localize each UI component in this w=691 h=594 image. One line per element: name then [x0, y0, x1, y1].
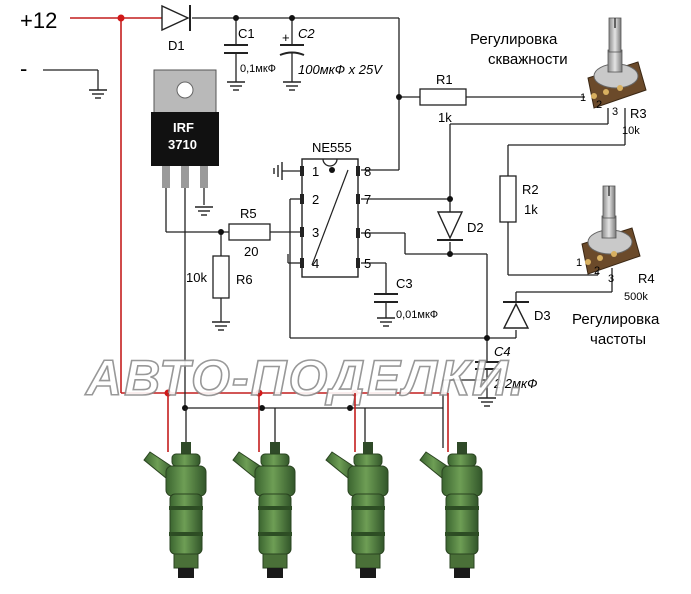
- capacitor-c2: + C2 100мкФ x 25V: [279, 26, 383, 91]
- resistor-r2: R2 1k: [499, 175, 539, 223]
- r4-value: 500k: [624, 291, 648, 303]
- r6-label: R6: [236, 272, 253, 287]
- r3-value: 10k: [622, 125, 640, 137]
- r5-label: R5: [240, 206, 257, 221]
- resistor-r6: 10k R6: [186, 255, 253, 331]
- c3-value: 0,01мкФ: [396, 309, 438, 321]
- c1-label: C1: [238, 26, 255, 41]
- ground-icon: [273, 162, 283, 180]
- fuel-injector-icon: [232, 441, 296, 579]
- ground-icon: [282, 81, 302, 91]
- duty-heading-line1: Регулировка: [470, 31, 558, 48]
- injectors: [143, 393, 483, 579]
- resistor-r5: R5 20: [228, 206, 271, 259]
- r3-pin-1: 1: [580, 92, 586, 104]
- freq-heading-line2: частоты: [590, 331, 646, 348]
- freq-heading-line1: Регулировка: [572, 311, 660, 328]
- c2-value: 100мкФ x 25V: [298, 62, 383, 77]
- r4-pin-3: 3: [608, 273, 614, 285]
- d1-label: D1: [168, 38, 185, 53]
- ic-ne555: NE555 1 2 3 4 5 6 7 8: [273, 140, 371, 278]
- r4-pin-2: 2: [594, 265, 600, 277]
- ic-pin-8: 8: [364, 164, 371, 179]
- ic-pin-4: 4: [312, 256, 319, 271]
- ground-icon: [211, 321, 231, 331]
- ic-pin-2: 2: [312, 192, 319, 207]
- ic-pin-3: 3: [312, 225, 319, 240]
- watermark: АВТО-ПОДЕЛКИ.: [84, 350, 526, 406]
- potentiometer-r3: 1 2 3 R3 10k: [580, 17, 647, 137]
- potentiometer-r4: 1 2 3 R4 500k: [576, 185, 655, 303]
- c4-label: C4: [494, 344, 511, 359]
- ic-pin-6: 6: [364, 226, 371, 241]
- r2-value: 1k: [524, 202, 538, 217]
- d2-label: D2: [467, 220, 484, 235]
- mosfet-line1: IRF: [173, 120, 194, 135]
- c4-value: 2,2мкФ: [493, 376, 537, 391]
- power-minus-label: -: [20, 56, 27, 81]
- ic-pin-5: 5: [364, 256, 371, 271]
- capacitor-c1: C1 0,1мкФ: [224, 26, 276, 91]
- fuel-injector-icon: [419, 441, 483, 579]
- ic-pin-1: 1: [312, 164, 319, 179]
- mosfet-irf3710: IRF 3710: [151, 69, 219, 216]
- r2-label: R2: [522, 182, 539, 197]
- r4-pin-1: 1: [576, 257, 582, 269]
- ground-icon: [226, 81, 246, 91]
- r3-label: R3: [630, 106, 647, 121]
- diode-icon: [436, 211, 464, 240]
- resistor-icon: [419, 88, 467, 106]
- d3-label: D3: [534, 308, 551, 323]
- r1-label: R1: [436, 72, 453, 87]
- ground-icon: [194, 206, 214, 216]
- diode-icon: [161, 4, 190, 32]
- power-plus-label: +12: [20, 8, 57, 33]
- mosfet-line2: 3710: [168, 137, 197, 152]
- fuel-injector-icon: [325, 441, 389, 579]
- r4-label: R4: [638, 271, 655, 286]
- r3-pin-3: 3: [612, 106, 618, 118]
- r6-value: 10k: [186, 270, 207, 285]
- resistor-r1: R1 1k: [419, 72, 467, 125]
- capacitor-c4: C4 2,2мкФ: [475, 344, 537, 407]
- diode-icon: [502, 302, 530, 329]
- r3-pin-2: 2: [596, 99, 602, 111]
- duty-heading-line2: скважности: [488, 51, 568, 68]
- fuel-injector-icon: [143, 441, 207, 579]
- ground-icon: [88, 89, 108, 99]
- resistor-icon: [228, 223, 271, 241]
- c2-plus: +: [282, 30, 290, 45]
- diode-d3: D3: [502, 301, 551, 329]
- c3-label: C3: [396, 276, 413, 291]
- resistor-icon: [212, 255, 230, 299]
- resistor-icon: [499, 175, 517, 223]
- r5-value: 20: [244, 244, 258, 259]
- c1-value: 0,1мкФ: [240, 63, 276, 75]
- diode-d1: D1: [161, 4, 191, 53]
- diode-d2: D2: [436, 211, 484, 241]
- c2-label: C2: [298, 26, 315, 41]
- ic-label: NE555: [312, 140, 352, 155]
- capacitor-c3: C3 0,01мкФ: [374, 276, 438, 327]
- ground-icon: [376, 317, 396, 327]
- ic-pin-7: 7: [364, 192, 371, 207]
- r1-value: 1k: [438, 110, 452, 125]
